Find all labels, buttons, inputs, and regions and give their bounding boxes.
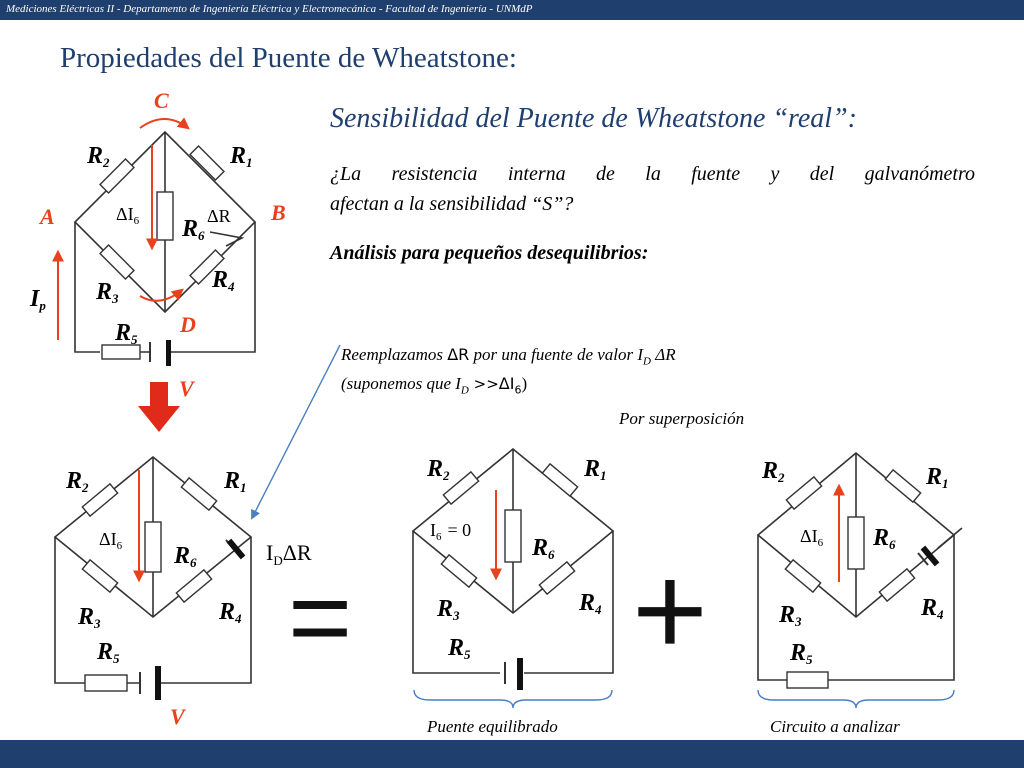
ip-label: Ip: [29, 286, 46, 313]
header-text: Mediciones Eléctricas II - Departamento …: [6, 3, 533, 15]
source-loop: [757, 535, 955, 681]
delta-i6-label: ΔI6: [99, 529, 123, 552]
current-arrow-d-icon: [139, 288, 184, 302]
r1-label: R1: [223, 468, 247, 495]
battery-plate-short: [166, 340, 171, 366]
resistor-r5: [101, 344, 141, 360]
analysis-heading: Análisis para pequeños desequilibrios:: [330, 242, 649, 264]
resistor-r3: [440, 553, 478, 589]
resistor-r5: [786, 671, 829, 689]
section-subtitle: Sensibilidad del Puente de Wheatstone “r…: [330, 103, 857, 134]
resistor-r6: [156, 191, 174, 241]
node-a-label: A: [38, 204, 55, 229]
r2-label: R2: [86, 143, 110, 170]
question-line-1: ¿La resistencia interna de la fuente y d…: [330, 163, 975, 185]
superposition-label: Por superposición: [619, 409, 745, 428]
current-arrow-c-icon: [139, 117, 190, 130]
resistor-r6: [504, 509, 522, 563]
source-lead: [937, 527, 963, 549]
id-source-plate: [917, 552, 929, 566]
r5-label: R5: [114, 320, 138, 347]
bridge-diagram-analyze: R2 R1 R6 R3 R4 R5 ΔI6: [756, 451, 963, 709]
footer-bar: [0, 740, 1024, 768]
replacement-note-line-2: (suponemos que ID >>ΔI6): [341, 374, 528, 397]
pointer-arrow-icon: [251, 344, 341, 520]
resistor-r5: [84, 674, 128, 692]
r3-label: R3: [436, 596, 460, 623]
delta-i6-label: ΔI6: [116, 204, 140, 227]
r6-label: R6: [181, 216, 205, 243]
brace-analyze: [757, 689, 955, 709]
transform-arrow-icon: [138, 406, 180, 432]
caption-circuit-to-analyze: Circuito a analizar: [770, 717, 900, 736]
resistor-r1: [884, 468, 922, 504]
r6-label: R6: [872, 525, 896, 552]
resistor-r4: [189, 249, 225, 285]
resistor-r4: [175, 568, 213, 604]
r5-label: R5: [447, 635, 471, 662]
resistor-r2: [442, 470, 480, 506]
battery-plate-short: [517, 658, 523, 690]
delta-r-mark: [209, 231, 245, 247]
resistor-r4: [878, 567, 916, 603]
battery-plate-short: [155, 666, 161, 700]
resistor-r6: [847, 516, 865, 570]
r2-label: R2: [761, 458, 785, 485]
bridge-diagram-replaced: R2 R1 R6 R3 R4 R5 V ΔI6 IDΔR: [53, 455, 312, 729]
r4-label: R4: [920, 595, 944, 622]
r2-label: R2: [426, 456, 450, 483]
resistor-r3: [81, 558, 119, 594]
r2-label: R2: [65, 468, 89, 495]
bridge-diagram-balanced: R2 R1 R6 R3 R4 R5 I6= 0: [411, 447, 615, 709]
page-title: Propiedades del Puente de Wheatstone:: [60, 42, 517, 74]
source-loop: [412, 531, 614, 674]
resistor-r4: [538, 560, 576, 596]
resistor-r3: [99, 244, 135, 280]
delta-r-label: ΔR: [207, 206, 231, 226]
r4-label: R4: [578, 590, 602, 617]
source-v-label: V: [170, 704, 187, 729]
r1-label: R1: [583, 456, 607, 483]
i6-zero-label: I6= 0: [430, 520, 471, 543]
node-d-label: D: [179, 312, 196, 337]
r5-label: R5: [789, 640, 813, 667]
replacement-note-line-1: Reemplazamos ΔR por una fuente de valor …: [341, 345, 676, 368]
r6-label: R6: [531, 535, 555, 562]
resistor-r3: [784, 558, 822, 594]
brace-balanced: [413, 689, 613, 709]
resistor-r1: [541, 462, 579, 498]
caption-balanced-bridge: Puente equilibrado: [427, 717, 558, 736]
resistor-r2: [99, 158, 135, 194]
header-bar: Mediciones Eléctricas II - Departamento …: [0, 0, 1024, 20]
r5-label: R5: [96, 639, 120, 666]
resistor-r2: [785, 475, 823, 511]
equals-sign: =: [288, 556, 352, 679]
bridge-diagram-original: C A B D V Ip R2 R1 R6 R3 R4 R5 ΔI6 ΔR: [29, 88, 286, 432]
r4-label: R4: [218, 599, 242, 626]
resistor-r1: [189, 145, 225, 181]
node-c-label: C: [154, 88, 169, 113]
question-line-2: afectan a la sensibilidad “S”?: [330, 193, 574, 215]
transform-arrow-shaft: [150, 382, 168, 406]
id-source-plate-short: [920, 545, 940, 567]
source-loop: [74, 222, 256, 353]
id-source-plate-short: [226, 538, 246, 560]
r3-label: R3: [77, 604, 101, 631]
r3-label: R3: [778, 602, 802, 629]
r1-label: R1: [229, 143, 253, 170]
r1-label: R1: [925, 464, 949, 491]
source-v-label: V: [179, 376, 196, 401]
source-loop: [54, 537, 252, 684]
resistor-r2: [81, 482, 119, 518]
r4-label: R4: [211, 267, 235, 294]
resistor-r1: [180, 476, 218, 512]
r6-label: R6: [173, 543, 197, 570]
node-b-label: B: [270, 200, 286, 225]
plus-sign: +: [632, 537, 708, 683]
r3-label: R3: [95, 279, 119, 306]
resistor-r6: [144, 521, 162, 573]
id-delta-r-label: IDΔR: [266, 540, 312, 568]
delta-i6-label: ΔI6: [800, 526, 824, 549]
